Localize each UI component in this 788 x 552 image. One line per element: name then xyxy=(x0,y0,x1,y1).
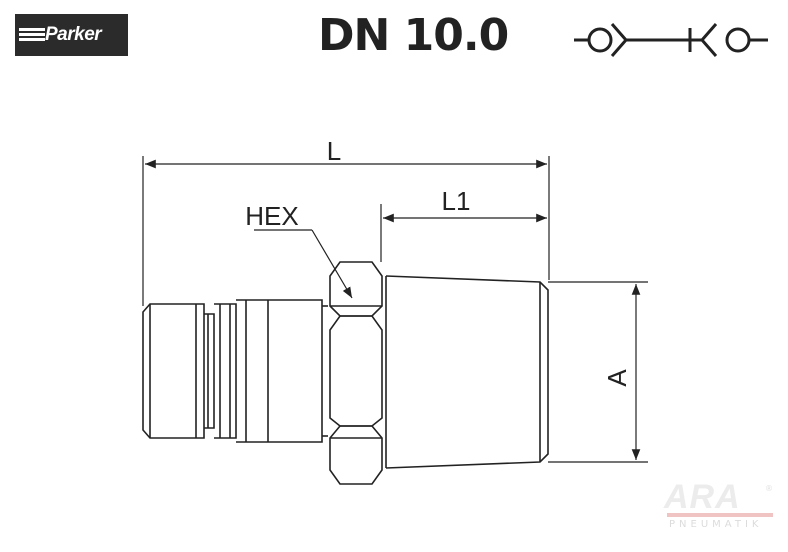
dim-label-HEX: HEX xyxy=(245,201,298,231)
coupling-body xyxy=(142,261,549,485)
coupling-symbol-icon xyxy=(574,23,768,57)
dim-label-L1: L1 xyxy=(442,186,471,216)
dim-label-L: L xyxy=(327,136,341,166)
logo-bars xyxy=(19,28,45,42)
watermark-logo: ARA xyxy=(664,478,741,516)
dimension-L xyxy=(142,156,550,306)
page-title: DN 10.0 xyxy=(318,10,509,61)
watermark-subtitle: PNEUMATIK xyxy=(669,519,763,530)
dim-label-A: A xyxy=(602,369,632,387)
hex-leader xyxy=(254,229,353,299)
dimension-A xyxy=(548,281,648,463)
watermark-accent-bar xyxy=(667,513,773,517)
watermark-registered: ® xyxy=(765,484,773,493)
parker-logo-icon: Parker xyxy=(15,14,128,56)
dimension-L1 xyxy=(380,204,547,262)
brand-name: Parker xyxy=(45,24,102,45)
